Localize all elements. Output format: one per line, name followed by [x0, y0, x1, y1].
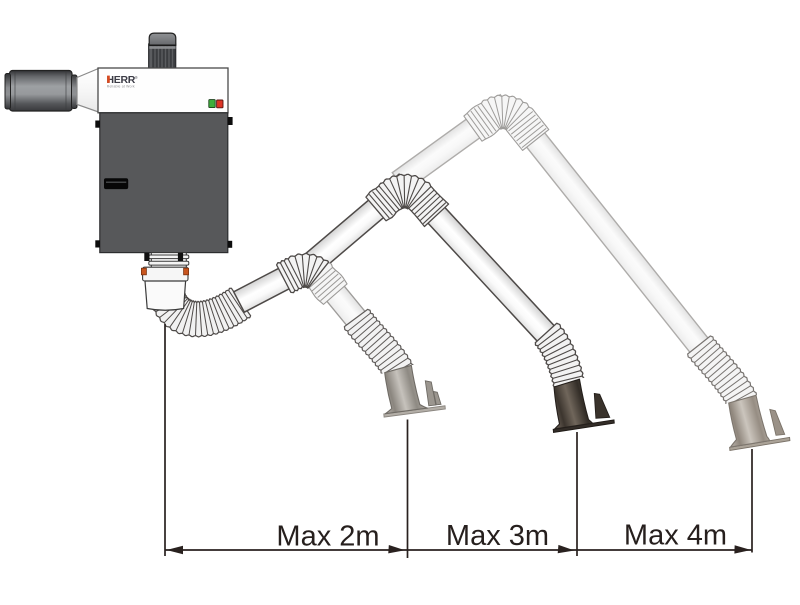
- svg-text:®: ®: [135, 75, 138, 80]
- svg-text:Reliable at Work: Reliable at Work: [107, 84, 135, 88]
- svg-text:HERR: HERR: [107, 74, 136, 86]
- svg-text:Max 2m: Max 2m: [276, 521, 379, 553]
- svg-text:Max 3m: Max 3m: [446, 520, 549, 552]
- svg-text:Max 4m: Max 4m: [624, 520, 727, 552]
